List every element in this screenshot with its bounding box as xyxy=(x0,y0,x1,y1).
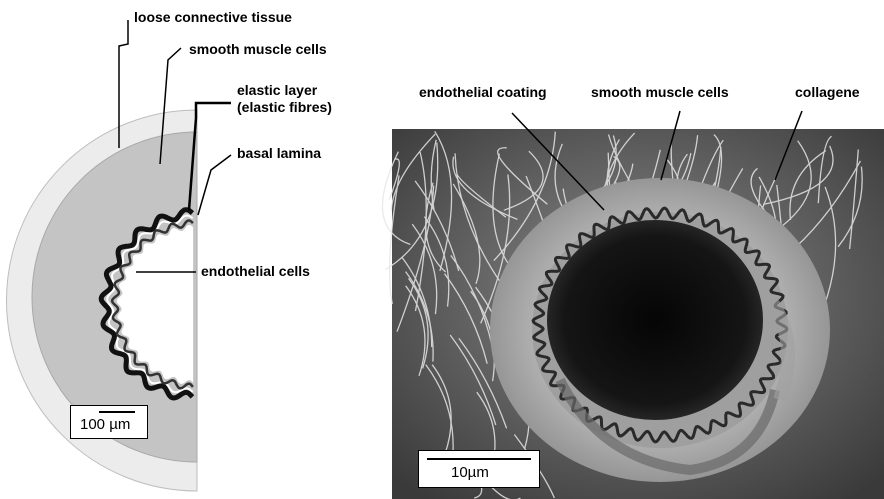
right-scale-bar-line xyxy=(427,458,531,460)
left-scale-bar-box: 100 µm xyxy=(70,405,148,439)
leader-basal xyxy=(198,155,231,215)
label-endothelial-coating: endothelial coating xyxy=(419,85,547,100)
label-smooth-muscle-cells: smooth muscle cells xyxy=(189,42,327,57)
right-scale-bar-box: 10µm xyxy=(418,450,540,488)
right-scale-bar-label: 10µm xyxy=(451,464,489,481)
label-elastic-fibres: (elastic fibres) xyxy=(237,100,332,115)
label-basal-lamina: basal lamina xyxy=(237,146,321,161)
left-scale-bar-label: 100 µm xyxy=(80,416,130,433)
label-endothelial-cells: endothelial cells xyxy=(201,264,310,279)
left-scale-bar-line xyxy=(99,411,135,413)
label-collagene: collagene xyxy=(795,85,860,100)
vessel-lumen xyxy=(547,220,763,420)
label-sem-smooth-muscle-cells: smooth muscle cells xyxy=(591,85,729,100)
label-loose-connective-tissue: loose connective tissue xyxy=(134,10,292,25)
label-elastic-layer: elastic layer xyxy=(237,83,317,98)
sem-micrograph xyxy=(382,111,884,499)
